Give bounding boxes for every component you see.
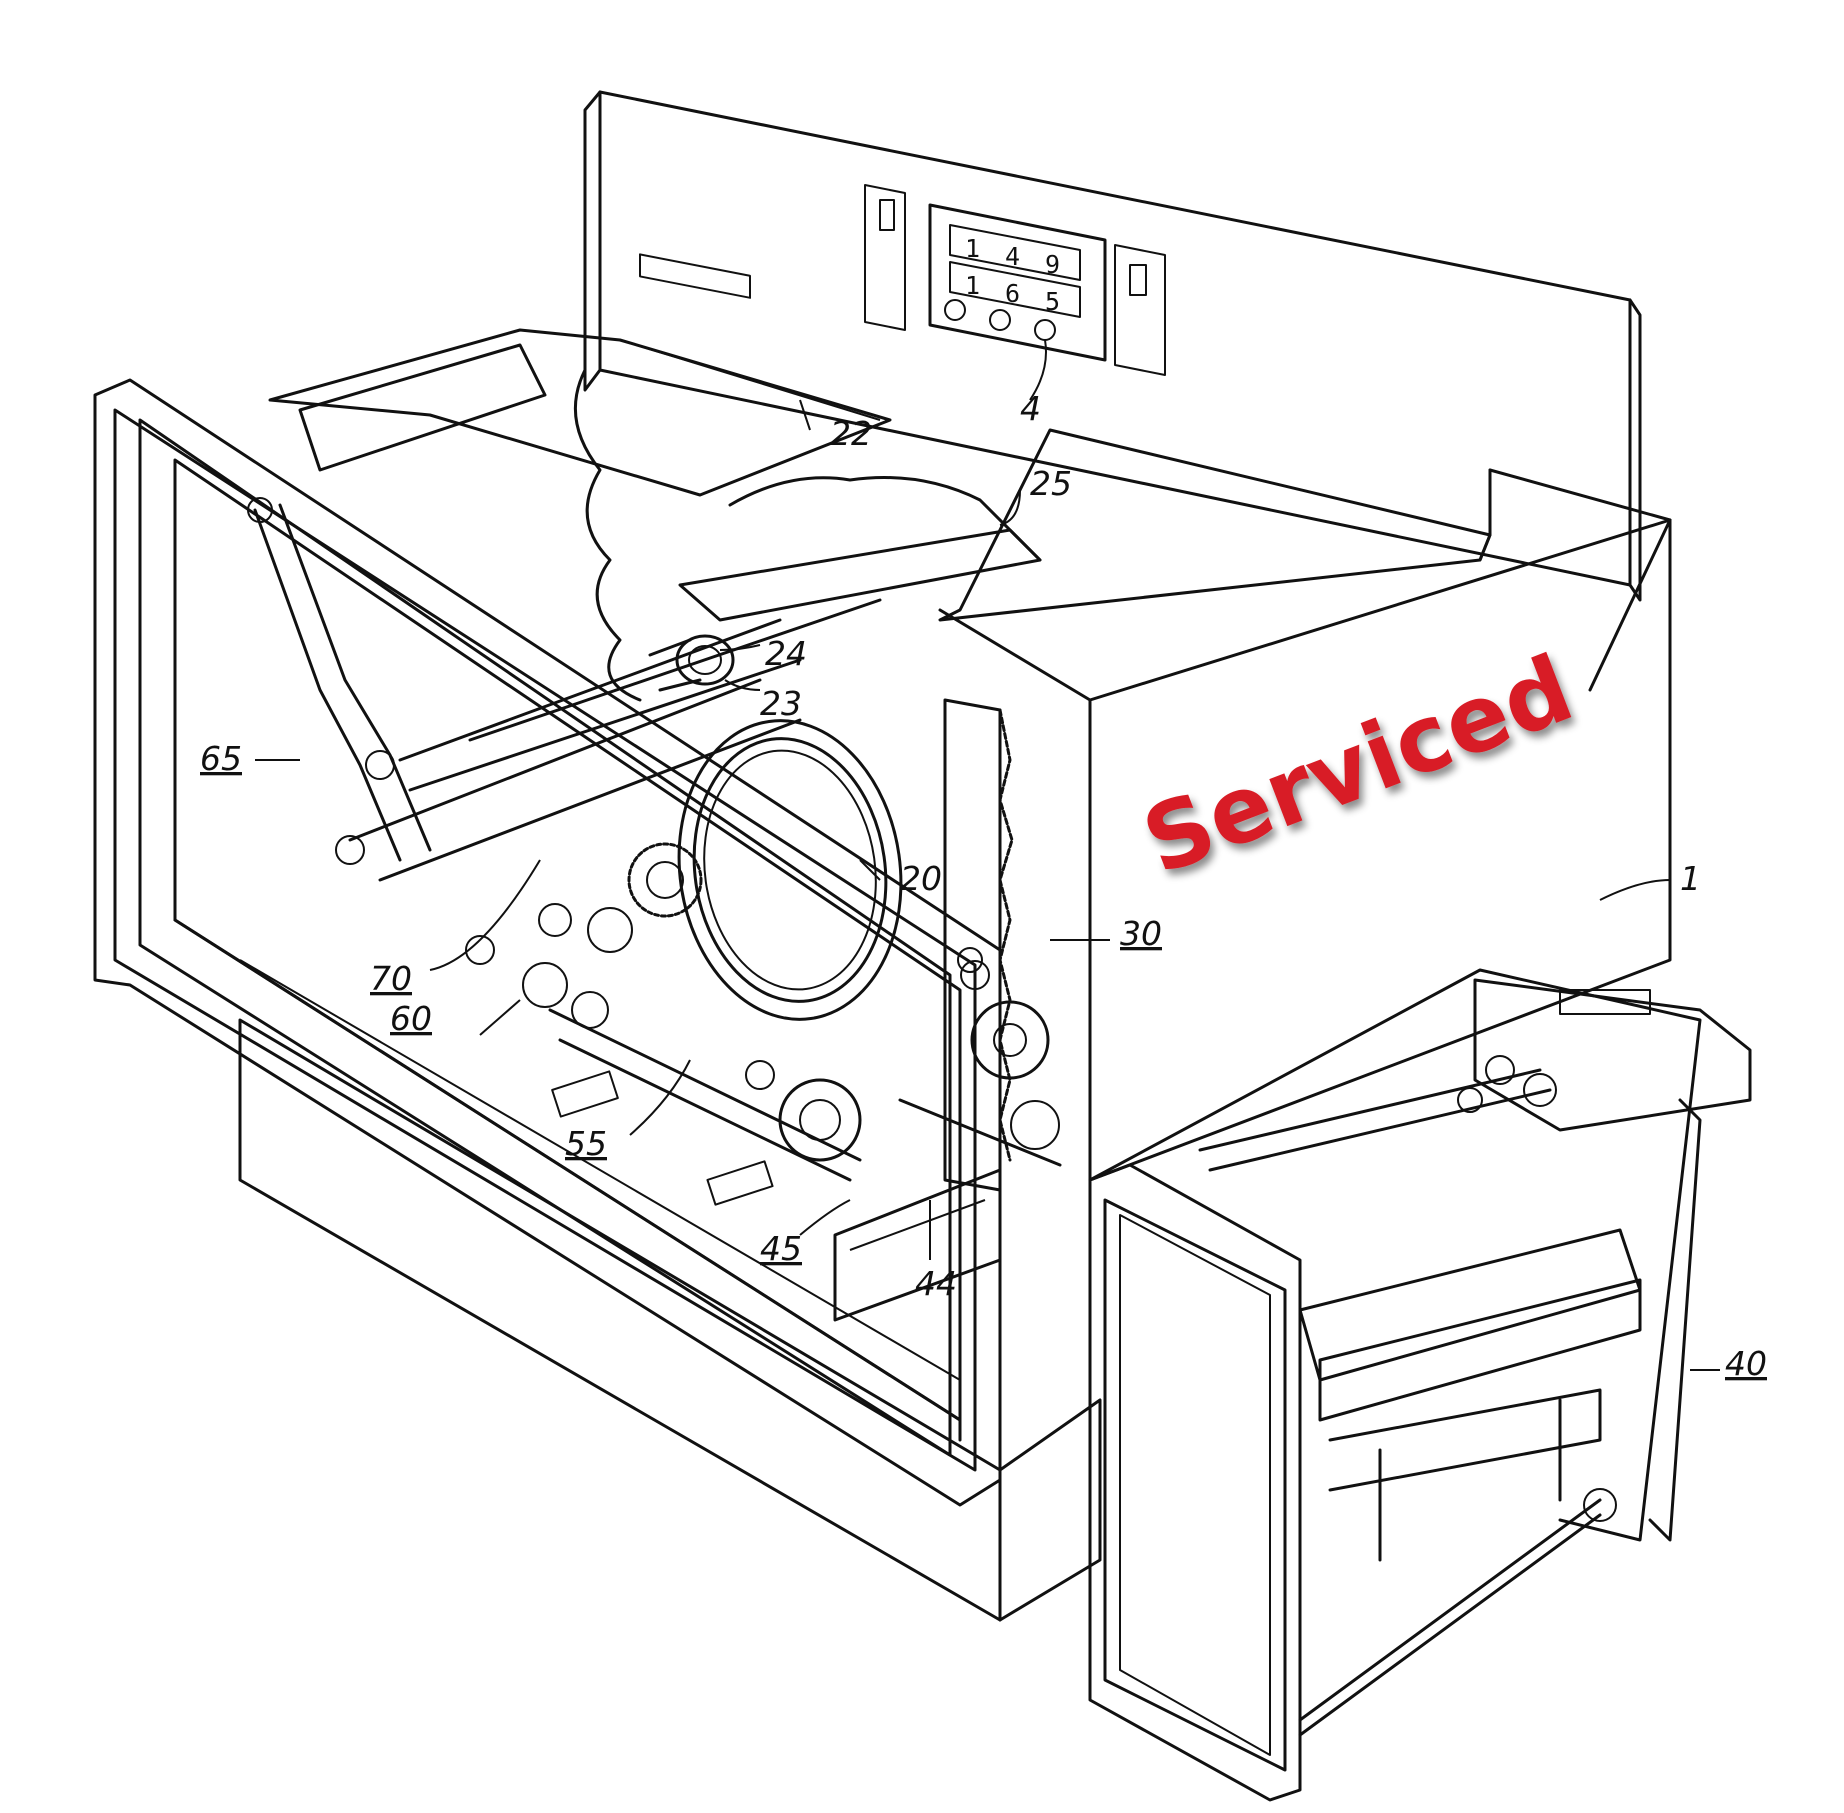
leader-line [724,679,761,691]
leader-line [629,1059,691,1136]
leader-line [1029,339,1047,401]
ref-numeral-1: 1 [1680,859,1701,898]
main-cabinet [938,428,1672,1182]
ref-numeral-30: 30 [1120,914,1162,953]
knob-icon [989,309,1011,331]
ref-numeral-23: 23 [760,684,802,723]
internal-mechanism [247,328,1062,1322]
ref-numeral-24: 24 [765,634,807,673]
front-frame [93,378,1002,1507]
ref-numeral-40: 40 [1725,1344,1767,1383]
control-panel: 1 4 9 1 6 5 [583,90,1642,602]
counter-digit: 5 [1045,287,1060,316]
ref-numeral-25: 25 [1030,464,1072,503]
leader-lines [255,339,1720,1371]
serviced-stamp: Serviced [1130,635,1587,896]
stamp-text: Serviced [1130,635,1587,896]
ref-numeral-65: 65 [200,739,242,778]
leader-line [479,999,521,1036]
ref-numeral-55: 55 [565,1124,607,1163]
leader-line [799,1199,851,1236]
counter-digit: 4 [1005,242,1020,271]
ref-numeral-70: 70 [370,959,412,998]
base-cabinet [238,1018,1102,1622]
ref-numeral-4: 4 [1020,389,1041,428]
leader-line [999,489,1021,526]
reference-numerals: 1 4 20 22 23 24 25 30 40 44 45 55 60 65 … [200,389,1767,1383]
knob-icon [1034,319,1056,341]
leader-line [429,859,541,971]
counter-digit: 6 [1005,279,1020,308]
knob-icon [944,299,966,321]
counter-digit: 9 [1045,250,1060,279]
leader-line [719,644,761,651]
counter-digit: 1 [965,271,980,300]
ref-numeral-45: 45 [760,1229,802,1268]
leader-line [1599,879,1671,901]
ref-numeral-60: 60 [390,999,432,1038]
counter-digit: 1 [965,234,980,263]
leader-line [859,859,881,881]
ref-numeral-44: 44 [915,1264,957,1303]
ref-numeral-20: 20 [900,859,942,898]
sorter-unit [1088,968,1752,1802]
ref-numeral-22: 22 [830,414,872,453]
counter-display: 1 4 9 1 6 5 [928,203,1107,362]
leader-line [799,399,811,431]
